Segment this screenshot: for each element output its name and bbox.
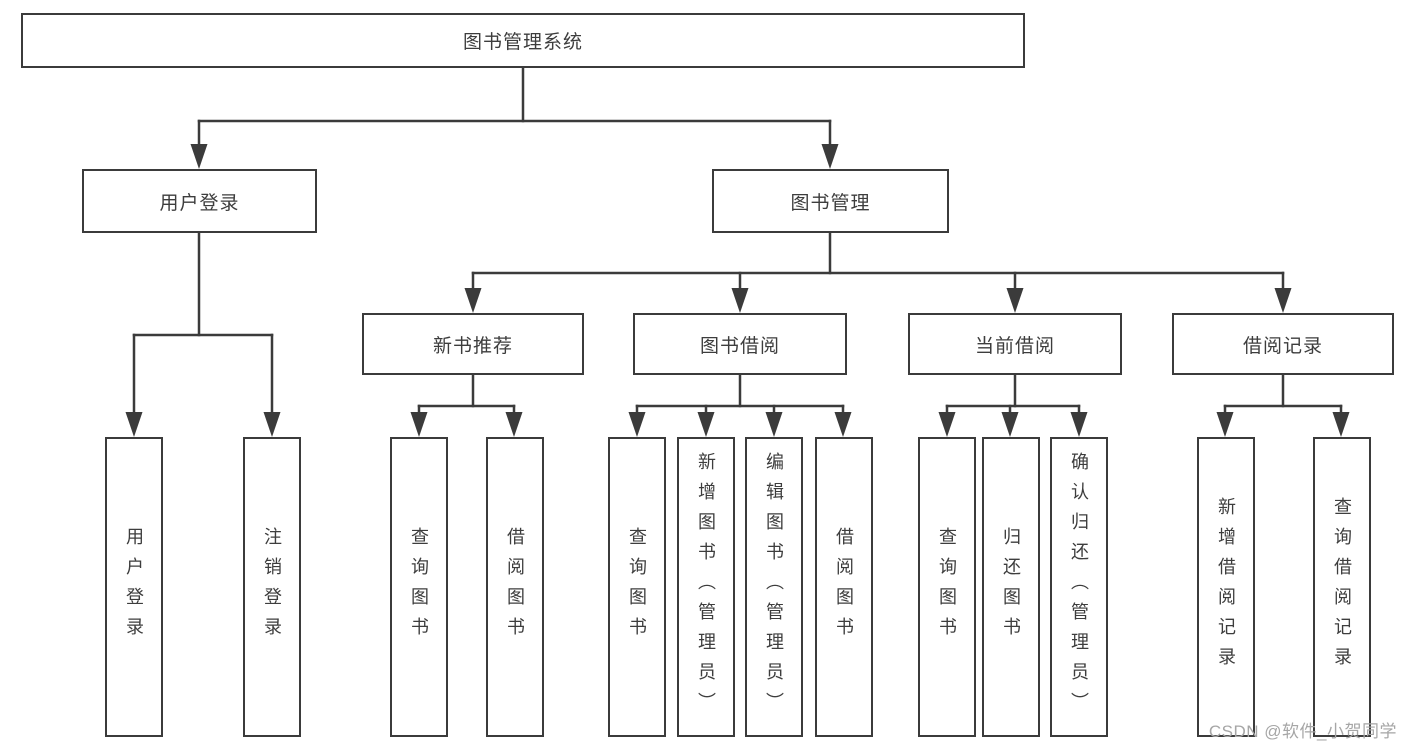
node-confirm-return-admin-label: 确认归还（管理员） — [1069, 452, 1089, 722]
node-borrowing-records-label: 借阅记录 — [1242, 335, 1323, 357]
node-add-book-admin: 新增图书（管理员） — [677, 437, 735, 737]
node-user-login: 用户登录 — [82, 169, 317, 233]
node-book-borrowing-label: 图书借阅 — [699, 335, 780, 357]
node-library-management-system-label: 图书管理系统 — [462, 32, 583, 53]
node-library-management-system: 图书管理系统 — [21, 13, 1025, 68]
node-book-management: 图书管理 — [712, 169, 949, 233]
node-borrow-books-action: 借阅图书 — [815, 437, 873, 737]
node-query-books-borrow-label: 查询图书 — [627, 527, 647, 647]
node-return-books-label: 归还图书 — [1001, 527, 1021, 647]
node-logout-label: 注销登录 — [262, 527, 282, 647]
node-query-books-recommend: 查询图书 — [390, 437, 448, 737]
node-book-borrowing: 图书借阅 — [633, 313, 847, 375]
node-query-borrow-record: 查询借阅记录 — [1313, 437, 1371, 737]
node-query-books-recommend-label: 查询图书 — [409, 527, 429, 647]
node-borrow-books-recommend-label: 借阅图书 — [505, 527, 525, 647]
node-current-borrowing: 当前借阅 — [908, 313, 1122, 375]
node-return-books: 归还图书 — [982, 437, 1040, 737]
node-borrow-books-recommend: 借阅图书 — [486, 437, 544, 737]
node-book-management-label: 图书管理 — [790, 192, 871, 214]
node-confirm-return-admin: 确认归还（管理员） — [1050, 437, 1108, 737]
node-query-books-current-label: 查询图书 — [937, 527, 957, 647]
node-add-borrow-record: 新增借阅记录 — [1197, 437, 1255, 737]
node-add-book-admin-label: 新增图书（管理员） — [696, 452, 716, 722]
node-user-login-action: 用户登录 — [105, 437, 163, 737]
node-add-borrow-record-label: 新增借阅记录 — [1216, 497, 1236, 677]
node-new-book-recommendation: 新书推荐 — [362, 313, 584, 375]
node-borrowing-records: 借阅记录 — [1172, 313, 1394, 375]
watermark: CSDN @软件_小贺同学 — [1208, 722, 1397, 741]
node-user-login-label: 用户登录 — [159, 192, 240, 214]
node-borrow-books-action-label: 借阅图书 — [834, 527, 854, 647]
node-edit-book-admin-label: 编辑图书（管理员） — [764, 452, 784, 722]
node-query-books-current: 查询图书 — [918, 437, 976, 737]
node-current-borrowing-label: 当前借阅 — [974, 335, 1055, 357]
node-query-books-borrow: 查询图书 — [608, 437, 666, 737]
node-edit-book-admin: 编辑图书（管理员） — [745, 437, 803, 737]
node-logout: 注销登录 — [243, 437, 301, 737]
node-user-login-action-label: 用户登录 — [124, 527, 144, 647]
node-query-borrow-record-label: 查询借阅记录 — [1332, 497, 1352, 677]
node-new-book-recommendation-label: 新书推荐 — [432, 335, 513, 357]
